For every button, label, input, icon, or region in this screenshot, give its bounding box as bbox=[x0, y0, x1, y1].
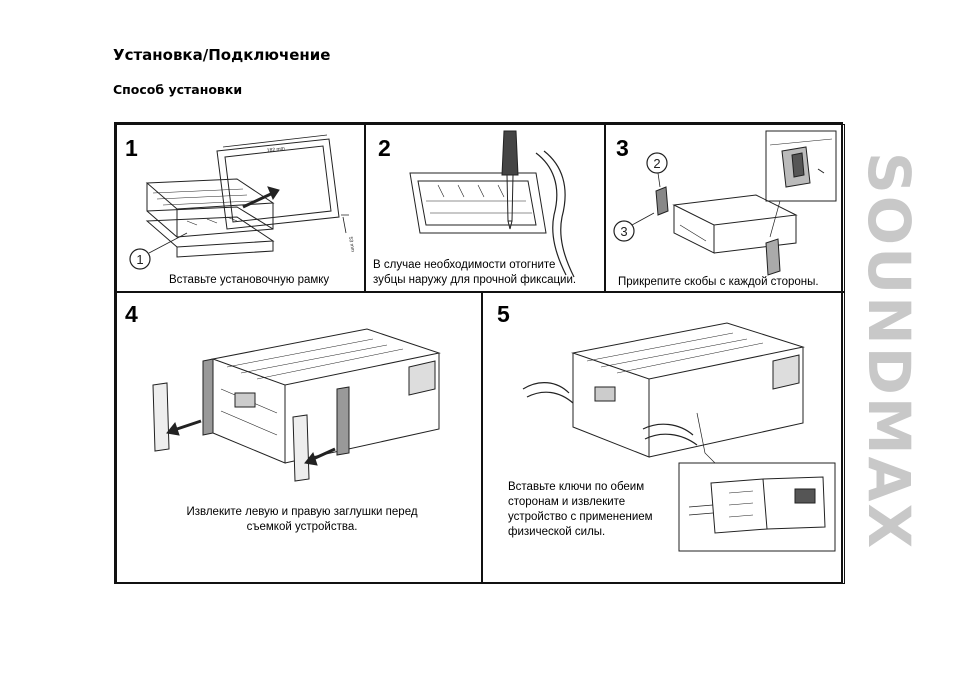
step-1-panel: 1 1 182 mm 53 mm bbox=[116, 124, 365, 292]
step-4-number: 4 bbox=[125, 301, 138, 327]
callout-2-label: 2 bbox=[653, 156, 660, 171]
step-2-caption: В случае необходимости отогните зубцы на… bbox=[373, 259, 577, 286]
brand-logo: SOUNDMAX bbox=[855, 151, 923, 551]
step-5-panel: 5 Вставьте ключи по обеим сторонам и изв bbox=[482, 292, 845, 584]
step-5-caption: Вставьте ключи по обеим сторонам и извле… bbox=[508, 481, 653, 538]
faceplate-removal-illustration bbox=[117, 293, 482, 584]
bracket-illustration bbox=[606, 125, 845, 292]
step-5-number: 5 bbox=[497, 301, 510, 327]
step-2-panel: 2 В случае необходимости отогните зубцы … bbox=[365, 124, 605, 292]
mounting-sleeve-illustration bbox=[117, 125, 365, 292]
callout-1-label: 1 bbox=[136, 252, 143, 267]
dimension-height-label: 53 mm bbox=[347, 236, 356, 252]
step-1-number: 1 bbox=[125, 135, 138, 161]
installation-diagram: 1 1 182 mm 53 mm bbox=[114, 122, 845, 584]
callout-circle: 1 182 mm 53 mm bbox=[117, 146, 356, 292]
dimension-width-label: 182 mm bbox=[267, 146, 286, 154]
step-3-number: 3 bbox=[616, 135, 629, 161]
step-4-panel: 4 Извлеките левую и правую заглушки пере… bbox=[116, 292, 482, 584]
page-title: Установка/Подключение bbox=[113, 46, 331, 64]
step-3-panel: 3 2 3 Прикрепите скобы с каждой bbox=[605, 124, 845, 292]
section-subtitle: Способ установки bbox=[113, 82, 243, 97]
step-3-caption: Прикрепите скобы с каждой стороны. bbox=[618, 276, 819, 288]
callout-circles: 2 3 bbox=[606, 125, 845, 292]
step-4-caption: Извлеките левую и правую заглушки перед … bbox=[186, 506, 418, 533]
unit-removal-illustration bbox=[483, 293, 845, 584]
callout-3-label: 3 bbox=[620, 224, 627, 239]
screwdriver-illustration bbox=[366, 125, 605, 292]
step-2-number: 2 bbox=[378, 135, 391, 161]
step-1-caption: Вставьте установочную рамку bbox=[169, 274, 330, 286]
